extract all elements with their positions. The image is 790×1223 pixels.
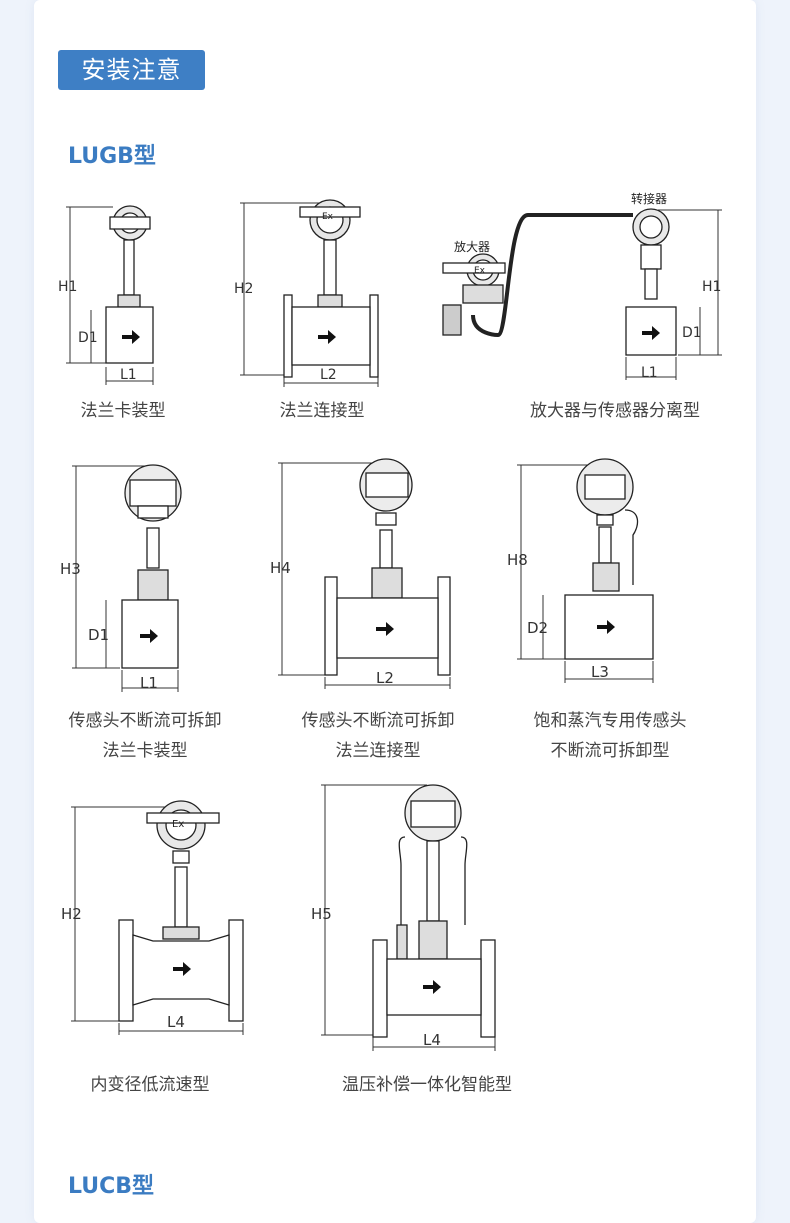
caption-separated-type: 放大器与传感器分离型 (530, 401, 700, 421)
dim-l1: L1 (120, 367, 137, 383)
diagram-separated-type: Ex 放大器 转接器 H1 D1 L1 (442, 191, 722, 381)
dim-l2: L2 (376, 669, 394, 687)
label-amplifier: 放大器 (454, 239, 490, 254)
ex-mark: Ex (474, 266, 486, 276)
dim-l4: L4 (167, 1013, 185, 1031)
dim-h4: H4 (270, 559, 291, 577)
dim-h2: H2 (234, 281, 253, 297)
section-title-lugb: LUGB型 (68, 144, 156, 169)
diagram-reduced-diameter: Ex H2 L4 (61, 800, 244, 1035)
caption-line: 传感头不断流可拆卸 (301, 711, 455, 731)
section-title-lucb: LUCB型 (68, 1174, 155, 1199)
dim-h8: H8 (507, 551, 528, 569)
caption-reduced-diameter: 内变径低流速型 (90, 1075, 210, 1095)
dim-h1: H1 (702, 279, 721, 295)
caption-flange-connection: 法兰连接型 (279, 401, 365, 421)
dim-h1: H1 (58, 279, 77, 295)
dim-d2: D2 (527, 619, 548, 637)
dim-l1: L1 (140, 674, 158, 692)
dim-d1: D1 (78, 330, 98, 346)
dim-d1: D1 (682, 325, 702, 341)
dim-l2: L2 (320, 367, 337, 383)
diagram-steam-sensor: H8 D2 L3 (507, 458, 654, 683)
dim-l4: L4 (423, 1031, 441, 1049)
diagram-flange-clamp: H1 D1 L1 (58, 205, 154, 385)
caption-line: 饱和蒸汽专用传感头 (533, 711, 687, 731)
ex-mark: Ex (322, 212, 334, 222)
diagram-removable-clamp: H3 D1 L1 (60, 464, 182, 692)
ex-mark: Ex (172, 819, 184, 830)
label-adapter: 转接器 (631, 191, 667, 206)
caption-flange-clamp: 法兰卡装型 (80, 401, 166, 421)
caption-line: 不断流可拆卸型 (550, 741, 670, 761)
dim-h2: H2 (61, 905, 82, 923)
caption-steam-sensor: 饱和蒸汽专用传感头 不断流可拆卸型 (510, 706, 710, 766)
dim-l3: L3 (591, 663, 609, 681)
caption-removable-clamp: 传感头不断流可拆卸 法兰卡装型 (50, 706, 240, 766)
caption-removable-flange: 传感头不断流可拆卸 法兰连接型 (278, 706, 478, 766)
dim-h5: H5 (311, 905, 332, 923)
caption-compensation-type: 温压补偿一体化智能型 (342, 1075, 512, 1095)
diagram-compensation-type: H5 L4 (311, 784, 496, 1051)
caption-line: 法兰连接型 (335, 741, 421, 761)
dim-l1: L1 (641, 365, 658, 381)
section-badge: 安装注意 (58, 50, 205, 90)
diagram-flange-connection: Ex H2 L2 (234, 199, 379, 387)
dim-d1: D1 (88, 626, 109, 644)
caption-line: 法兰卡装型 (102, 741, 188, 761)
caption-line: 传感头不断流可拆卸 (68, 711, 222, 731)
dim-h3: H3 (60, 560, 81, 578)
diagram-removable-flange: H4 L2 (270, 458, 451, 689)
